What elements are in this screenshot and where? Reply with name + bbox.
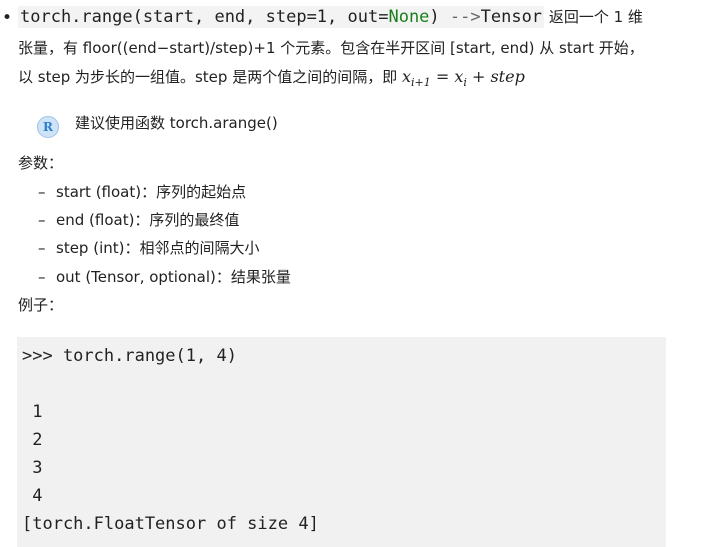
signature-close: )	[429, 7, 440, 27]
function-signature: torch.range(start, end, step=1, out=None…	[18, 6, 545, 28]
description-line3: 以 step 为步长的一组值。step 是两个值之间的间隔，即 xi+1 = x…	[18, 66, 525, 89]
signature-none-keyword: None	[388, 7, 430, 27]
math-x2: x	[454, 67, 464, 86]
signature-line: torch.range(start, end, step=1, out=None…	[18, 6, 643, 28]
suggestion-note: 建议使用函数 torch.arange()	[75, 114, 278, 132]
code-line: 2	[22, 430, 43, 450]
examples-title: 例子：	[18, 296, 64, 314]
code-example-block: >>> torch.range(1, 4) 1 2 3 4 [torch.Flo…	[17, 337, 666, 547]
r-badge-icon: R	[37, 116, 59, 138]
param-text: out (Tensor, optional)：结果张量	[56, 268, 291, 286]
param-item: –end (float)：序列的最终值	[38, 209, 239, 230]
math-eq: =	[430, 67, 455, 86]
description-line2: 张量，有 floor((end−start)/step)+1 个元素。包含在半开…	[18, 39, 644, 57]
description-line3-text: 以 step 为步长的一组值。step 是两个值之间的间隔，即	[18, 68, 402, 86]
math-plus: +	[466, 67, 491, 86]
param-item: –out (Tensor, optional)：结果张量	[38, 266, 291, 287]
param-text: end (float)：序列的最终值	[56, 211, 240, 229]
param-item: –start (float)：序列的起始点	[38, 181, 246, 202]
math-sub1: i+1	[411, 76, 431, 90]
param-item: –step (int)：相邻点的间隔大小	[38, 237, 259, 258]
code-line: 3	[22, 458, 43, 478]
param-text: step (int)：相邻点的间隔大小	[56, 239, 260, 257]
math-sub2: i	[463, 76, 467, 90]
signature-return-type: Tensor	[480, 7, 543, 27]
code-line: 4	[22, 486, 43, 506]
code-line: [torch.FloatTensor of size 4]	[22, 514, 319, 534]
math-formula: xi+1 = xi + step	[401, 67, 525, 90]
param-text: start (float)：序列的起始点	[56, 183, 247, 201]
code-line: 1	[22, 402, 43, 422]
param-dash: –	[38, 239, 46, 257]
description-line1-tail: 返回一个 1 维	[544, 8, 643, 26]
code-line: >>> torch.range(1, 4)	[22, 346, 237, 366]
math-x1: x	[401, 67, 411, 86]
param-dash: –	[38, 211, 46, 229]
params-title: 参数：	[18, 154, 64, 172]
param-dash: –	[38, 268, 46, 286]
param-dash: –	[38, 183, 46, 201]
signature-arrow: -->	[439, 7, 481, 27]
list-bullet: •	[2, 8, 13, 28]
signature-func: torch.range(start, end, step=1, out=	[20, 7, 389, 27]
math-step: step	[490, 67, 525, 86]
